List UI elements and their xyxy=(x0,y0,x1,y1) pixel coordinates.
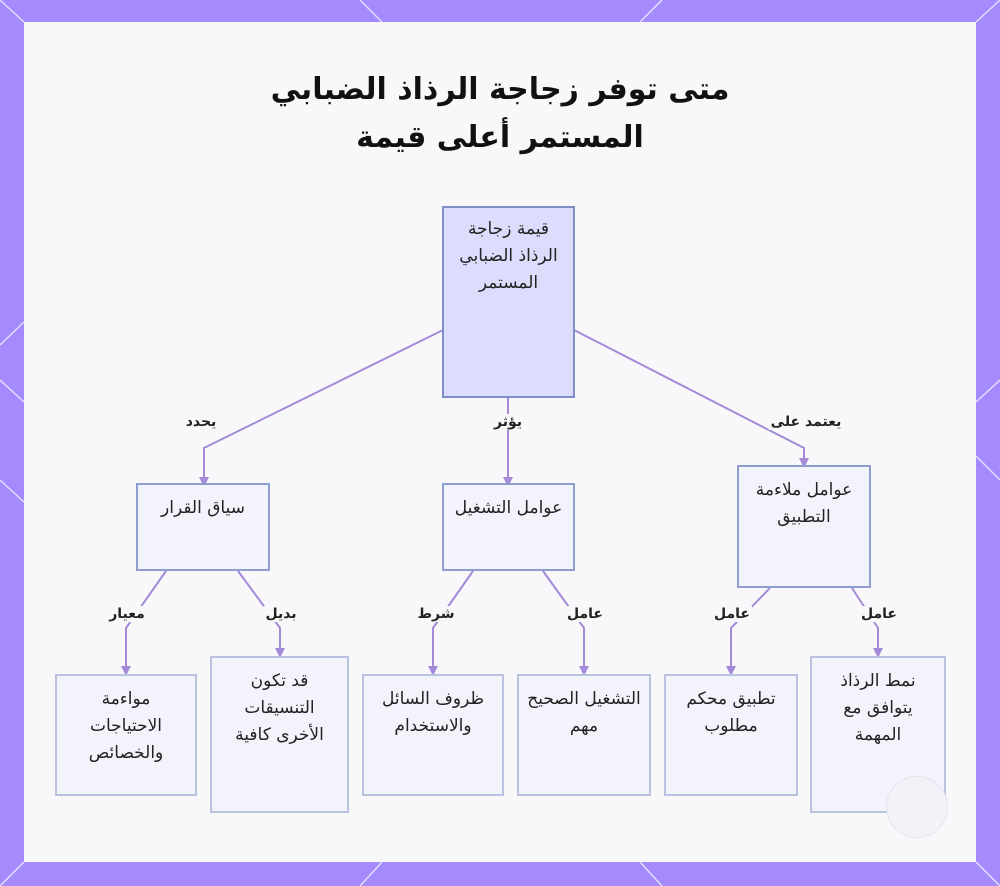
leaf-node-label: التشغيل الصحيح مهم xyxy=(527,689,641,736)
branch-node-label: عوامل التشغيل xyxy=(454,498,563,518)
leaf-node-correct-operation: التشغيل الصحيح مهم xyxy=(517,674,651,796)
edge-label-defines: يحدد xyxy=(183,414,219,430)
diagram-title-line-2: المستمر أعلى قيمة xyxy=(356,120,644,155)
leaf-node-label: قد تكون التنسيقات الأخرى كافية xyxy=(235,671,324,745)
root-node-label: قيمة زجاجة الرذاذ الضبابي المستمر xyxy=(459,219,558,293)
edge-label-factor-r2: عامل xyxy=(859,606,899,622)
edge-left-l2 xyxy=(237,570,285,658)
root-node: قيمة زجاجة الرذاذ الضبابي المستمر xyxy=(442,206,575,398)
edge-label-factor-r1: عامل xyxy=(712,606,752,622)
leaf-node-label: نمط الرذاذ يتوافق مع المهمة xyxy=(840,671,916,745)
edge-label-alternative: بديل xyxy=(263,606,299,622)
edge-right-r2 xyxy=(851,587,883,658)
branch-node-application-fit: عوامل ملاءمة التطبيق xyxy=(737,465,871,588)
edge-label-depends-on: يعتمد على xyxy=(768,414,844,430)
edge-middle-m2 xyxy=(542,570,589,676)
leaf-node-label: ظروف السائل والاستخدام xyxy=(382,689,484,736)
diagram-title-line-1: متى توفر زجاجة الرذاذ الضبابي xyxy=(270,72,730,107)
leaf-node-label: مواءمة الاحتياجات والخصائص xyxy=(88,689,164,763)
leaf-node-other-formats: قد تكون التنسيقات الأخرى كافية xyxy=(210,656,349,813)
leaf-node-spray-pattern: نمط الرذاذ يتوافق مع المهمة xyxy=(810,656,946,813)
edge-root-right xyxy=(573,329,809,468)
branch-node-label: عوامل ملاءمة التطبيق xyxy=(755,480,853,527)
edge-middle-m1 xyxy=(428,570,474,676)
branch-node-operating-factors: عوامل التشغيل xyxy=(442,483,575,571)
leaf-node-liquid-conditions: ظروف السائل والاستخدام xyxy=(362,674,504,796)
watermark-logo-icon xyxy=(886,776,948,838)
edge-label-factor-m2: عامل xyxy=(565,606,605,622)
edge-right-r1 xyxy=(726,587,771,676)
leaf-node-tight-application: تطبيق محكم مطلوب xyxy=(664,674,798,796)
leaf-node-needs-alignment: مواءمة الاحتياجات والخصائص xyxy=(55,674,197,796)
leaf-node-label: تطبيق محكم مطلوب xyxy=(686,689,776,736)
edge-label-condition: شرط xyxy=(415,606,457,622)
edge-left-l1 xyxy=(121,570,167,676)
edge-root-left xyxy=(199,329,444,487)
branch-node-label: سياق القرار xyxy=(161,498,245,518)
branch-node-decision-context: سياق القرار xyxy=(136,483,270,571)
edge-label-criterion: معيار xyxy=(107,606,147,622)
edge-label-affects: يؤثر xyxy=(492,414,524,430)
